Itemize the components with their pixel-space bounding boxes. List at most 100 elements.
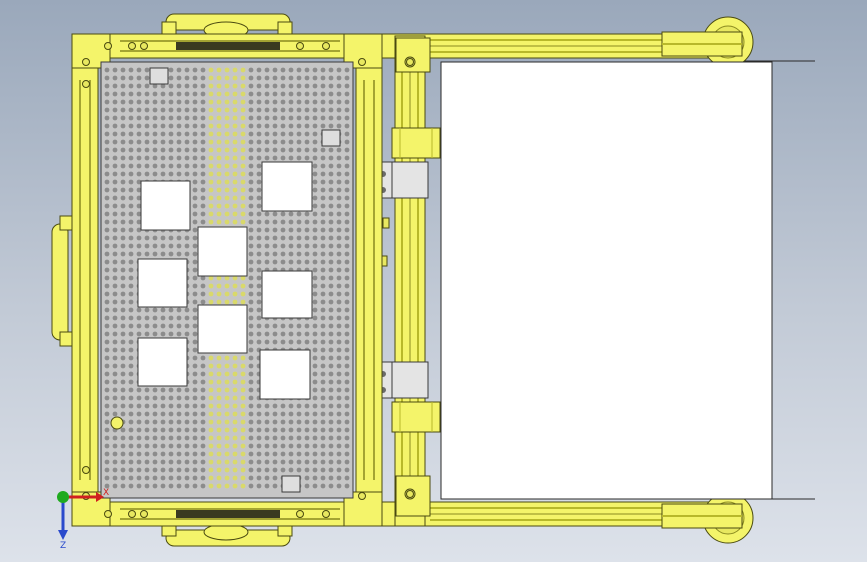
panel-hole [288,99,294,105]
panel-hole [296,259,302,265]
panel-hole [296,235,302,241]
panel-hole [240,211,246,217]
panel-hole [192,203,198,209]
panel-hole [328,427,334,433]
panel-hole [240,459,246,465]
panel-hole [296,67,302,73]
panel-hole [328,299,334,305]
panel-hole [192,315,198,321]
panel-hole [192,195,198,201]
panel-hole [112,435,118,441]
panel-hole [304,131,310,137]
panel-hole [160,451,166,457]
panel-hole [344,275,350,281]
panel-hole [176,163,182,169]
panel-hole [128,323,134,329]
panel-hole [280,211,286,217]
panel-hole [192,395,198,401]
panel-hole [224,451,230,457]
panel-hole [120,139,126,145]
panel-hole [320,355,326,361]
panel-hole [120,267,126,273]
panel-hole [328,251,334,257]
panel-hole [232,171,238,177]
panel-hole [104,115,110,121]
panel-hole [168,107,174,113]
panel-hole [224,403,230,409]
panel-hole [248,475,254,481]
panel-hole [312,179,318,185]
panel-hole [152,307,158,313]
panel-hole [184,435,190,441]
panel-hole [232,475,238,481]
panel-hole [328,227,334,233]
panel-hole [256,107,262,113]
panel-hole [200,459,206,465]
panel-hole [144,123,150,129]
panel-hole [152,467,158,473]
panel-hole [104,107,110,113]
panel-hole [256,403,262,409]
panel-hole [104,339,110,345]
panel-hole [336,259,342,265]
panel-hole [288,427,294,433]
panel-hole [344,123,350,129]
panel-hole [288,323,294,329]
panel-hole [280,403,286,409]
panel-hole [328,411,334,417]
panel-hole [328,307,334,313]
panel-hole [240,451,246,457]
panel-hole [144,331,150,337]
panel-hole [208,195,214,201]
panel-hole [112,291,118,297]
panel-hole [104,403,110,409]
panel-hole [280,243,286,249]
panel-hole [264,435,270,441]
panel-hole [344,251,350,257]
panel-hole [296,131,302,137]
panel-hole [224,211,230,217]
panel-hole [216,275,222,281]
panel-hole [144,387,150,393]
work-part [197,304,248,354]
panel-hole [144,147,150,153]
panel-hole [216,427,222,433]
panel-hole [264,243,270,249]
panel-hole [104,99,110,105]
panel-hole [296,219,302,225]
panel-hole [104,235,110,241]
panel-hole [152,451,158,457]
panel-hole [136,203,142,209]
panel-hole [184,67,190,73]
panel-hole [128,187,134,193]
panel-hole [112,235,118,241]
panel-hole [272,443,278,449]
panel-hole [280,235,286,241]
panel-hole [336,283,342,289]
panel-hole [192,379,198,385]
panel-hole [128,123,134,129]
panel-hole [192,147,198,153]
panel-hole [120,147,126,153]
panel-hole [136,123,142,129]
panel-hole [312,171,318,177]
panel-hole [144,443,150,449]
panel-hole [112,107,118,113]
panel-hole [320,291,326,297]
panel-hole [136,331,142,337]
panel-hole [320,235,326,241]
panel-hole [128,91,134,97]
panel-hole [272,467,278,473]
panel-hole [304,419,310,425]
hex-screw-icon [82,80,90,88]
panel-hole [304,91,310,97]
panel-hole [216,379,222,385]
panel-hole [288,467,294,473]
panel-hole [344,211,350,217]
panel-hole [328,187,334,193]
panel-hole [248,139,254,145]
panel-hole [232,195,238,201]
panel-hole [264,235,270,241]
panel-hole [312,475,318,481]
